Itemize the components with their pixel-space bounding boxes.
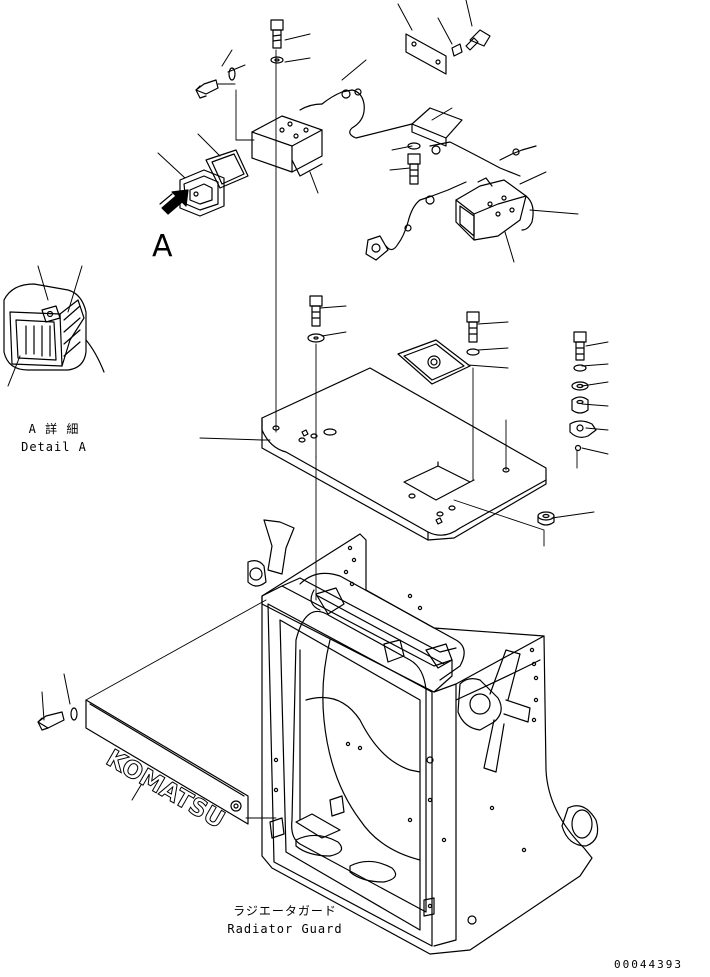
detail-a-caption-en: Detail A: [21, 440, 87, 454]
work-lamp-assembly: [180, 89, 412, 216]
nameplate: [38, 700, 248, 824]
leader-lines: [8, 0, 608, 800]
rear-lamp-assembly: [366, 108, 536, 260]
top-fasteners: [196, 20, 490, 98]
view-a-arrow: [160, 190, 188, 214]
top-cover: [262, 368, 546, 540]
drawing-code: 00044393: [614, 958, 683, 971]
radiator-guard-caption-en: Radiator Guard: [227, 922, 343, 936]
grommet: [538, 512, 554, 525]
cover-fasteners: [308, 296, 596, 451]
detail-a-lamp: [4, 284, 104, 372]
installation-lines: [86, 50, 577, 818]
radiator-guard-frame: [248, 520, 598, 954]
detail-a-caption-ja: A 詳 細: [28, 422, 80, 436]
view-a-label: A: [152, 229, 174, 264]
radiator-guard-caption-ja: ラジエータガード: [233, 904, 337, 918]
